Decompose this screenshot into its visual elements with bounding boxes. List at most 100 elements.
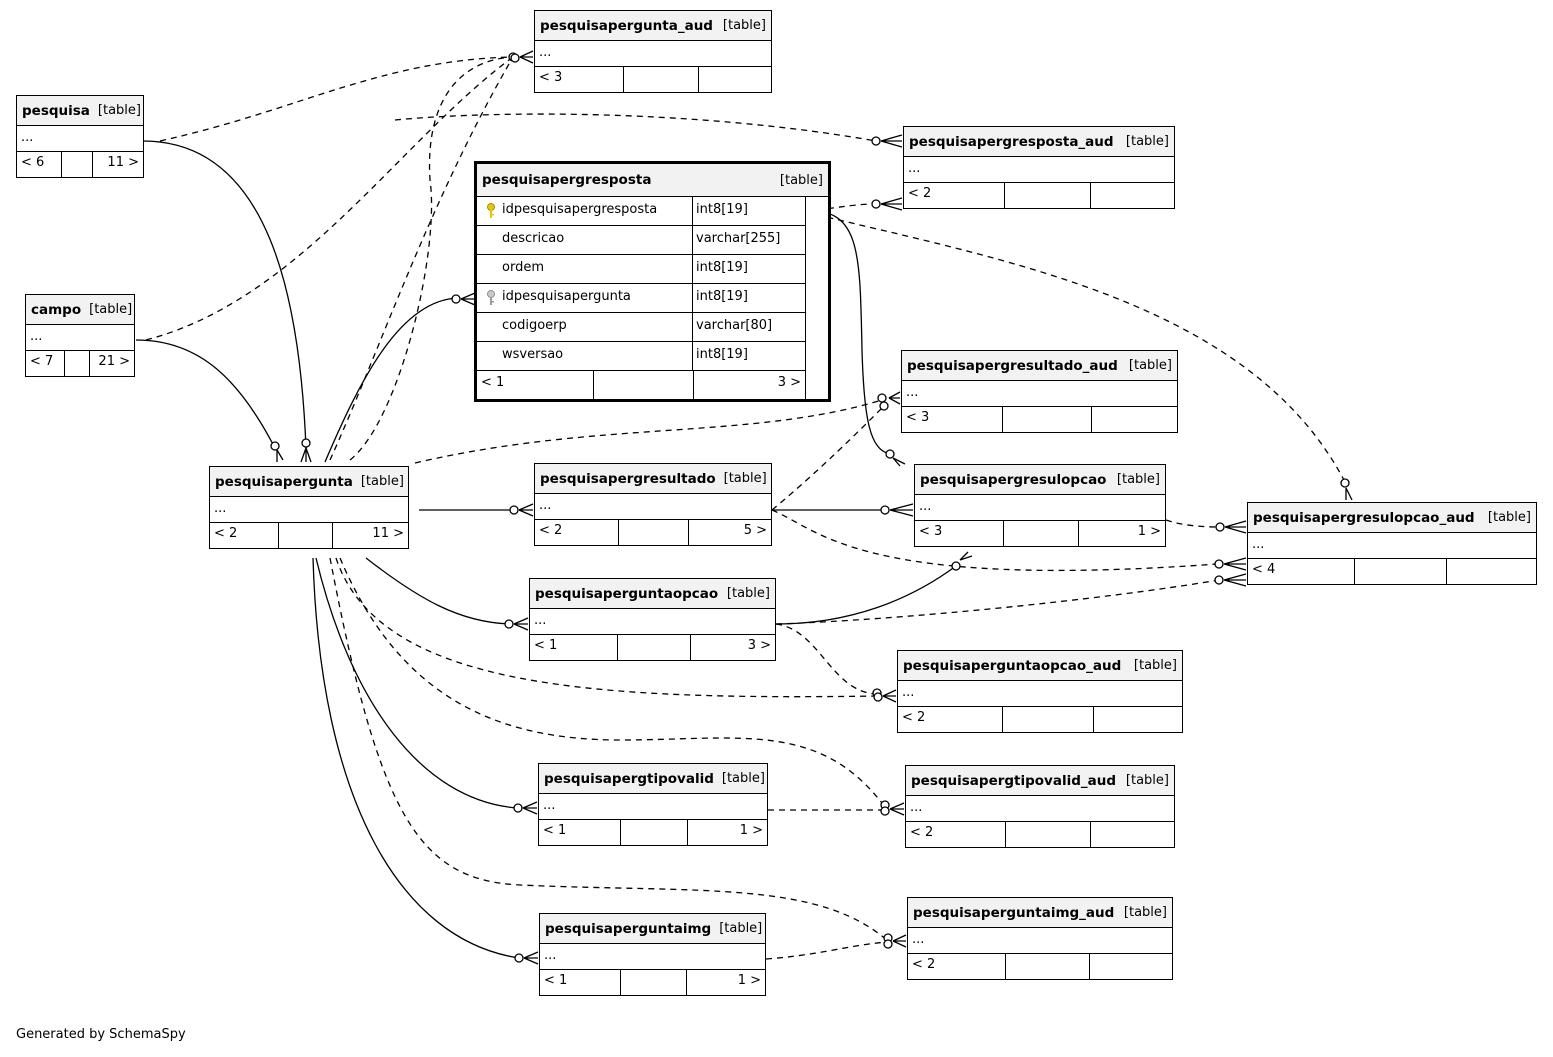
children-count[interactable] [698,67,771,92]
footer-middle [623,67,698,92]
table-header: pesquisaperguntaopcao_aud[table] [898,651,1182,681]
parents-count[interactable]: < 6 [21,155,45,170]
table-name: pesquisaperguntaimg_aud [913,904,1115,921]
children-count[interactable]: 11 > [332,523,408,548]
table-header: pesquisaperguntaimg[table] [540,914,765,944]
children-count[interactable] [1089,954,1172,979]
table-name: pesquisapergtipovalid [544,770,714,787]
table-type: [table] [97,103,141,118]
table-pesquisapergunta[interactable]: pesquisapergunta [table] ... < 2 11 > [209,466,409,549]
table-pesquisaperguntaimg_aud[interactable]: pesquisaperguntaimg_aud[table] ... < 2 [907,897,1173,980]
table-footer: < 7 21 > [26,351,134,376]
parents-count[interactable]: < 2 [912,957,936,972]
children-count[interactable]: 1 > [687,820,767,845]
table-header: pesquisapergresposta_aud[table] [904,127,1174,157]
primary-key-icon [487,203,495,218]
table-rows-placeholder: ... [904,157,1174,183]
table-pesquisapergresposta_aud[interactable]: pesquisapergresposta_aud[table] ... < 2 [903,126,1175,209]
footer-middle [1005,822,1090,847]
table-name: pesquisapergunta [215,473,353,490]
table-rows-placeholder: ... [210,497,408,523]
table-rows-placeholder: ... [26,325,134,351]
parents-count[interactable]: < 2 [902,710,926,725]
table-footer: < 2 11 > [210,523,408,548]
children-count[interactable]: 3 > [693,371,805,399]
children-count[interactable] [1090,822,1174,847]
children-count[interactable]: 21 > [89,351,134,376]
table-rows-placeholder: ... [908,928,1172,954]
table-name: pesquisapergresposta [482,172,652,188]
table-pesquisapergresulopcao_aud[interactable]: pesquisapergresulopcao_aud[table] ... < … [1247,502,1537,585]
parents-count[interactable]: < 7 [30,354,54,369]
children-count[interactable]: 3 > [690,635,775,660]
parents-count[interactable]: < 1 [534,638,558,653]
parents-count[interactable]: < 1 [481,375,505,390]
table-rows-placeholder: ... [906,796,1174,822]
table-pesquisaperguntaopcao_aud[interactable]: pesquisaperguntaopcao_aud[table] ... < 2 [897,650,1183,733]
children-count[interactable]: 1 > [1078,521,1165,546]
footer-middle [64,351,89,376]
table-rows-placeholder: ... [535,494,771,520]
parents-count[interactable]: < 2 [214,526,238,541]
parents-count[interactable]: < 2 [539,523,563,538]
parents-count[interactable]: < 2 [910,825,934,840]
table-pesquisapergresultado_aud[interactable]: pesquisapergresultado_aud[table] ... < 3 [901,350,1178,433]
column-name: idpesquisapergresposta [502,202,658,217]
table-pesquisapergresposta[interactable]: pesquisapergresposta[table] idpesquisape… [474,161,831,402]
table-rows-placeholder: ... [1248,533,1536,559]
table-name: pesquisapergresulopcao [920,471,1107,488]
parents-count[interactable]: < 1 [543,823,567,838]
table-type: [table] [360,474,404,489]
table-name: pesquisapergunta_aud [540,17,713,34]
children-count[interactable] [1091,407,1177,432]
table-rows-placeholder: ... [17,126,143,152]
table-name: pesquisapergtipovalid_aud [911,772,1117,789]
footer-middle [620,820,687,845]
footer-middle [1002,707,1093,732]
table-pesquisapergtipovalid_aud[interactable]: pesquisapergtipovalid_aud[table] ... < 2 [905,765,1175,848]
table-header: pesquisapergtipovalid_aud[table] [906,766,1174,796]
parents-count[interactable]: < 1 [544,973,568,988]
column-type: int8[19] [696,289,748,304]
children-count[interactable] [1093,707,1182,732]
parents-count[interactable]: < 3 [539,70,563,85]
table-pesquisapergunta_aud[interactable]: pesquisapergunta_aud[table] ... < 3 [534,10,772,93]
table-footer: < 2 [906,822,1174,847]
children-count[interactable] [1446,559,1536,584]
table-name: campo [31,301,82,318]
parents-count[interactable]: < 3 [919,524,943,539]
table-footer: < 3 1 > [915,521,1165,546]
table-footer: < 1 3 > [530,635,775,660]
parents-count[interactable]: < 2 [908,186,932,201]
children-count[interactable]: 5 > [688,520,771,545]
footer-middle [1354,559,1446,584]
children-count[interactable]: 11 > [92,152,143,177]
children-count[interactable] [1090,183,1174,208]
column-type: varchar[80] [696,318,773,333]
table-footer: < 4 [1248,559,1536,584]
children-count[interactable]: 1 > [686,970,765,995]
table-header: pesquisapergresulopcao[table] [915,465,1165,495]
parents-count[interactable]: < 3 [906,410,930,425]
foreign-key-icon [487,290,495,305]
table-type: [table] [1487,510,1531,525]
footer-middle [1004,183,1090,208]
table-footer: < 3 [535,67,771,92]
parents-count[interactable]: < 4 [1252,562,1276,577]
table-footer: < 2 [904,183,1174,208]
